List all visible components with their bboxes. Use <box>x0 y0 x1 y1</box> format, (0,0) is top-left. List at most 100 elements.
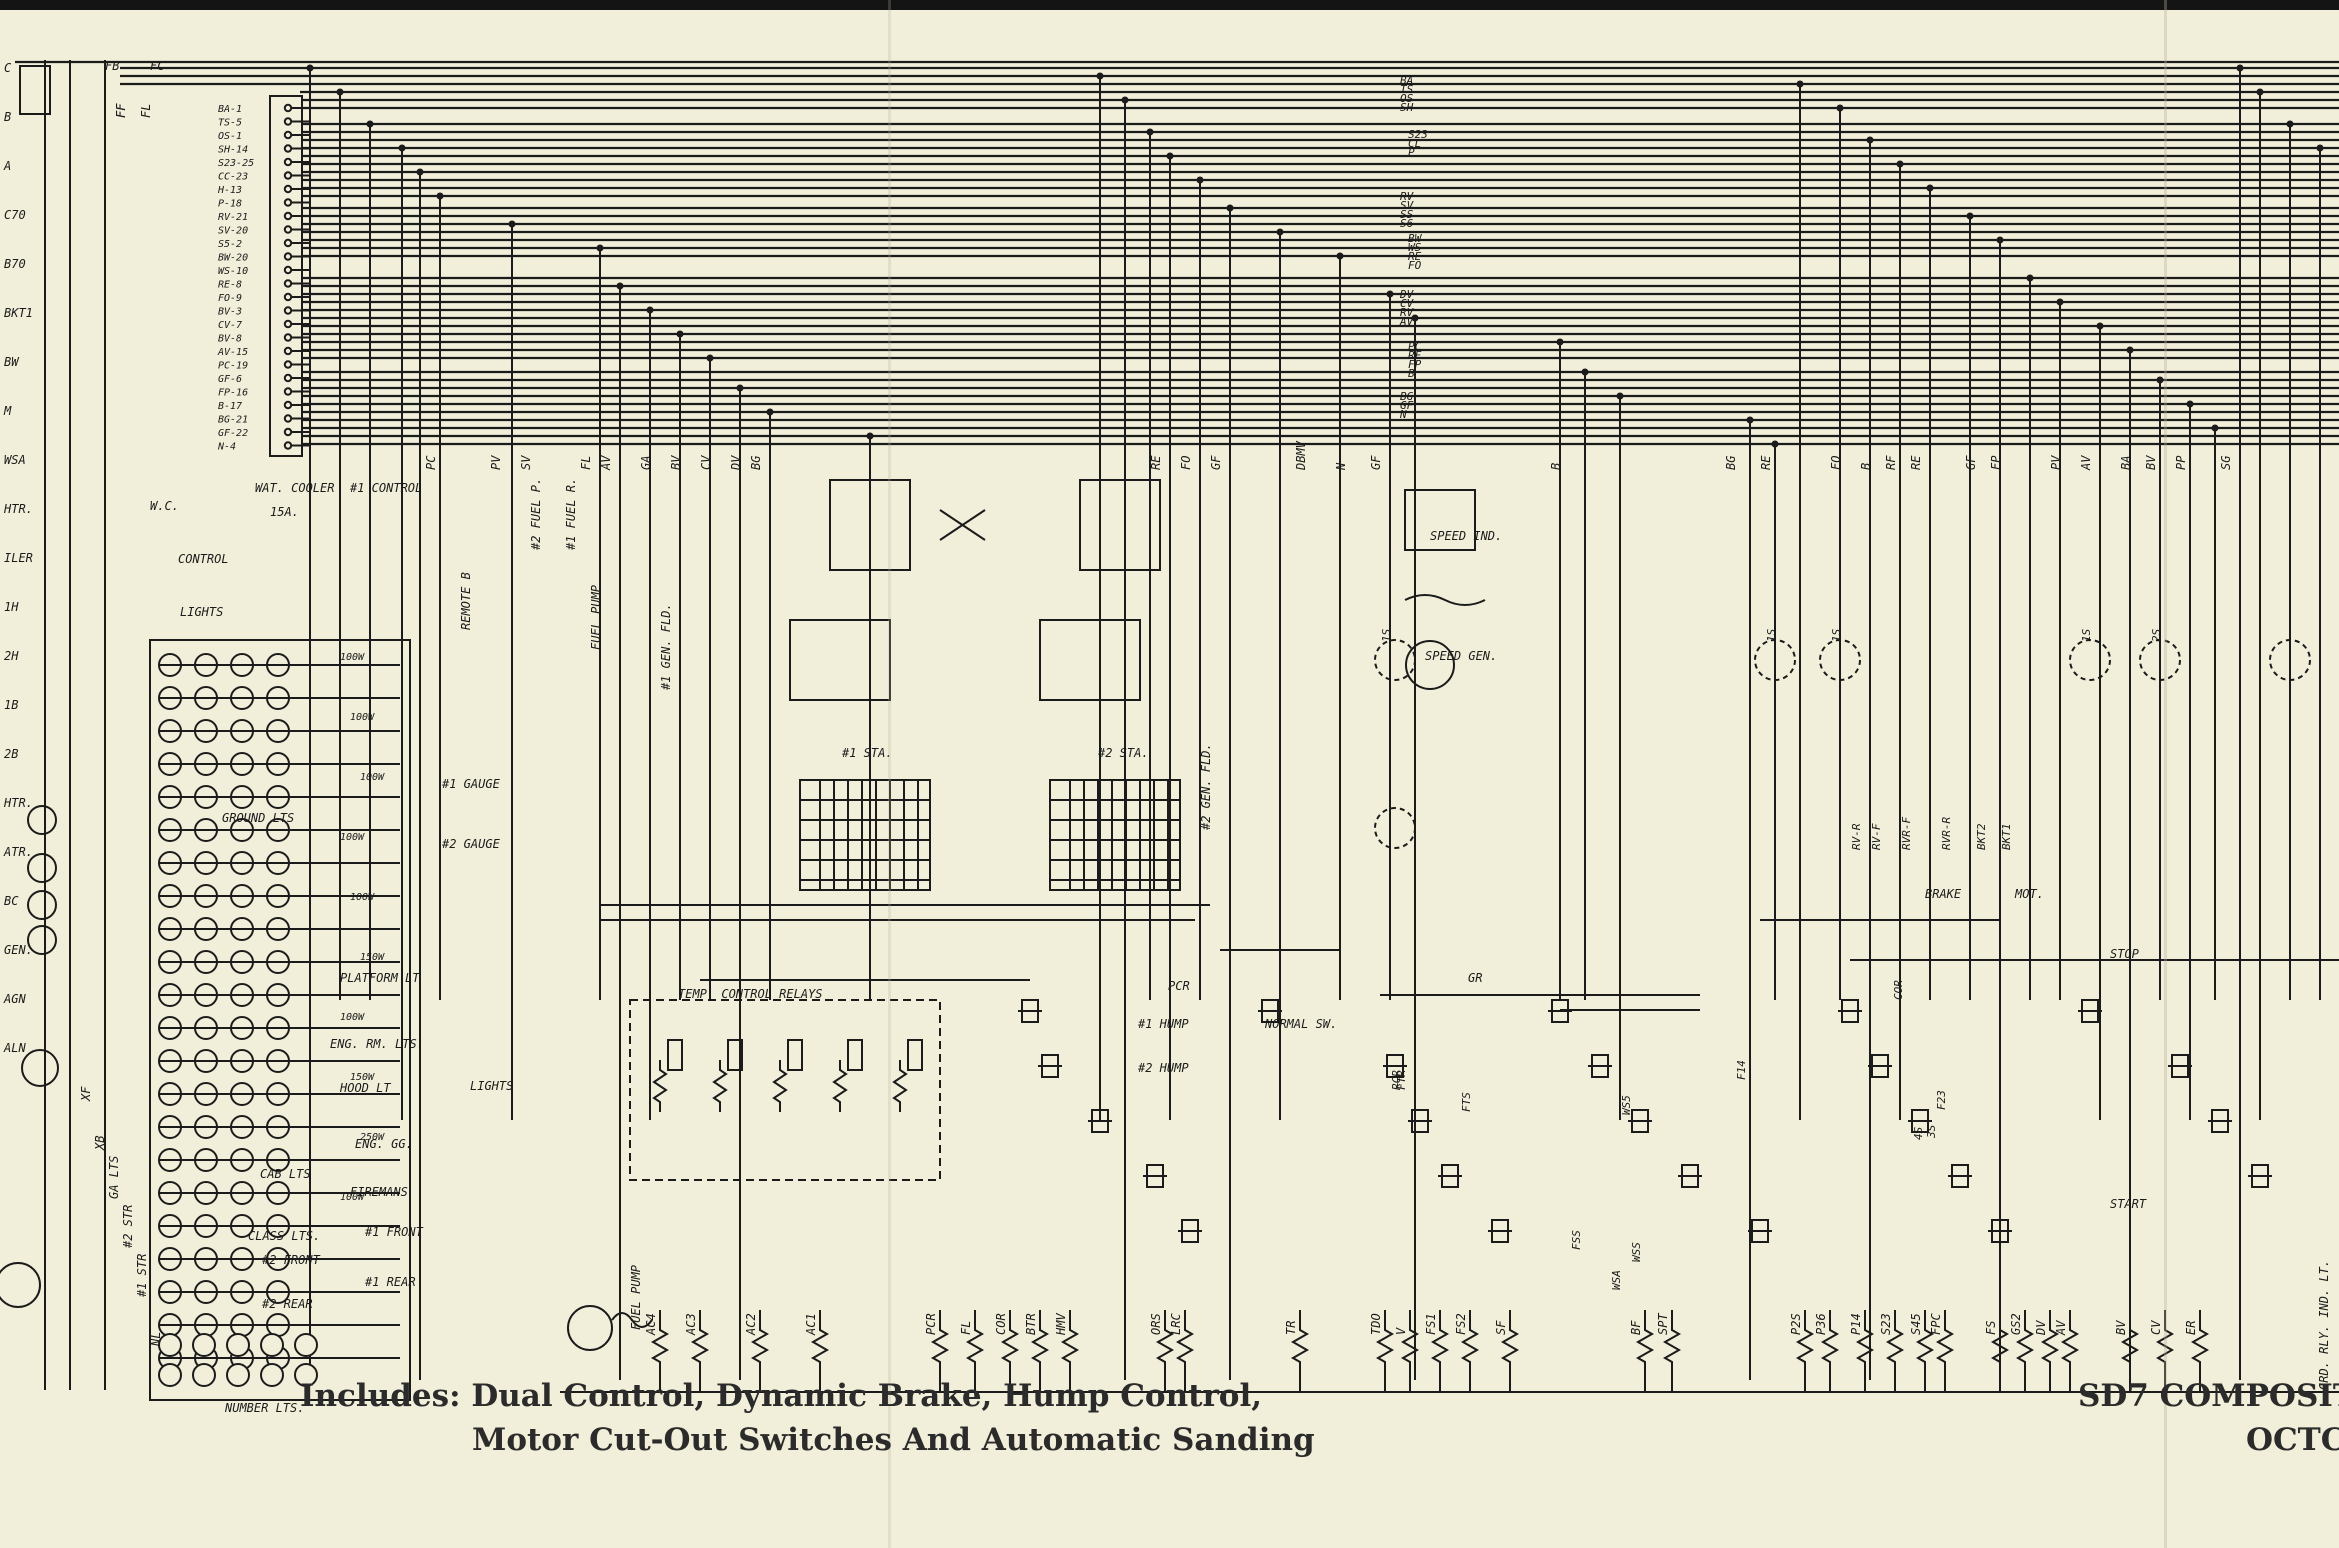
equipment-label: NORMAL SW. <box>1264 1017 1337 1031</box>
relay-coil-label: GS2 <box>2009 1313 2023 1335</box>
top-wire-label: RF <box>1884 455 1898 470</box>
bus-group-label: SH <box>1400 101 1414 114</box>
breaker-cba <box>19 65 51 115</box>
equipment-label: #2 GAUGE <box>441 837 501 851</box>
relay-coil <box>1000 1310 1020 1392</box>
schematic-structure <box>0 60 2339 1401</box>
terminal-screw <box>283 414 293 423</box>
annotation-label: BKT2 <box>1975 823 1988 850</box>
motor-cutout-switch <box>2069 639 2111 681</box>
equipment-label: CLASS LTS. <box>248 1229 320 1243</box>
terminal-label: H-13 <box>217 185 242 196</box>
terminal-screw <box>283 171 293 180</box>
relay-coil <box>2060 1310 2080 1392</box>
junction-dot <box>1336 252 1344 260</box>
bus-group-label: OS <box>1400 92 1414 105</box>
junction-dot <box>1196 176 1204 184</box>
terminal-label: BW-20 <box>218 253 248 264</box>
temp-resistor <box>892 1060 908 1112</box>
top-wire-label: SV <box>519 455 533 470</box>
bus-group-label: FP <box>1408 358 1422 371</box>
reverser-box <box>829 479 911 571</box>
equipment-label: #2 HUMP <box>1137 1061 1189 1075</box>
includes-caption-line2: Motor Cut-Out Switches And Automatic San… <box>472 1422 1315 1458</box>
relay-coil <box>1290 1310 1310 1392</box>
terminal-label: BG-21 <box>218 415 248 426</box>
equipment-label: FUEL PUMP <box>589 584 603 650</box>
traction-motor-symbol <box>27 925 57 955</box>
top-wire-label: DV <box>729 455 743 471</box>
equipment-label: #2 STA. <box>1097 746 1149 760</box>
number-lamp <box>260 1363 284 1387</box>
top-wire-label: BV <box>2144 455 2158 470</box>
fuel-pump-motor <box>567 1305 613 1351</box>
temp-relay <box>847 1039 863 1071</box>
lamp-wattage: 100W <box>350 712 375 723</box>
bus-group-label: PC <box>1408 340 1422 353</box>
junction-dot <box>436 192 444 200</box>
bus-group-label: SS <box>1400 208 1414 221</box>
top-wire-label: RE <box>1149 455 1163 470</box>
relay-coil-label: ORS <box>1149 1313 1163 1335</box>
paper-fold <box>888 0 891 1548</box>
relay-coil-label: PCR <box>924 1313 938 1335</box>
terminal-label: OS-1 <box>218 131 242 142</box>
relay-coil-label: SPT <box>1656 1313 1670 1335</box>
annotation-label: 4S <box>1912 1126 1925 1140</box>
left-label: HTR. <box>3 796 33 810</box>
equipment-label: REMOTE B <box>459 572 473 630</box>
relay-coil <box>1795 1310 1815 1392</box>
left-label: C70 <box>4 208 26 222</box>
junction-dot <box>1896 160 1904 168</box>
terminal-label: SH-14 <box>218 145 248 156</box>
annotation-label: F23 <box>1935 1090 1948 1110</box>
number-lamp <box>192 1333 216 1357</box>
junction-dot <box>508 220 516 228</box>
equipment-label: FUEL PUMP <box>629 1264 643 1330</box>
terminal-screw <box>283 333 293 342</box>
relay-coil-label: FPC <box>1929 1313 1943 1335</box>
temp-resistor <box>652 1060 668 1112</box>
annotation-label: F14 <box>1735 1060 1748 1080</box>
terminal-label: B-17 <box>218 401 242 412</box>
terminal-screw <box>283 306 293 315</box>
junction-dot <box>2126 346 2134 354</box>
annotation-label: 1S <box>1380 628 1393 642</box>
lamp-wattage: 150W <box>360 952 385 963</box>
left-label: ILER <box>4 551 33 565</box>
left-label: 2B <box>4 747 18 761</box>
equipment-label: MOT. <box>2014 887 2044 901</box>
equipment-label: 15A. <box>270 505 299 519</box>
scan-top-edge <box>0 0 2339 10</box>
pump-coil <box>611 1312 653 1328</box>
terminal-label: AV-15 <box>217 347 248 358</box>
relay-coil <box>1400 1310 1420 1392</box>
relay-coil <box>1635 1310 1655 1392</box>
left-label: #1 STR <box>135 1254 149 1298</box>
junction-dot <box>1226 204 1234 212</box>
lamp-wattage: 100W <box>350 892 375 903</box>
station-relay-box <box>1039 619 1141 701</box>
terminal-label: CC-23 <box>218 172 248 183</box>
annotation-label: 3S <box>1925 1124 1938 1139</box>
equipment-label: #1 CONTROL <box>349 481 422 495</box>
junction-dot <box>1166 152 1174 160</box>
junction-dot <box>1866 136 1874 144</box>
relay-coil-label: S23 <box>1879 1313 1893 1335</box>
terminal-label: SV-20 <box>218 226 248 237</box>
terminal-screw <box>283 211 293 221</box>
number-lamp <box>158 1333 182 1357</box>
title-block-line2: OCTC <box>2246 1422 2339 1458</box>
junction-dot <box>1616 392 1624 400</box>
equipment-label: WAT. COOLER <box>255 481 334 495</box>
junction-dot <box>1121 96 1129 104</box>
bus-group-label: S23 <box>1408 128 1428 141</box>
relay-coil <box>1915 1310 1935 1392</box>
terminal-label: CV-7 <box>218 320 242 331</box>
equipment-label: TEMP. CONTROL RELAYS <box>678 987 823 1001</box>
top-wire-label: DBMV <box>1294 440 1308 471</box>
terminal-label: PC-19 <box>218 361 248 372</box>
junction-dot <box>2236 64 2244 72</box>
terminal-label: FO-9 <box>218 293 242 304</box>
relay-coil <box>930 1310 950 1392</box>
